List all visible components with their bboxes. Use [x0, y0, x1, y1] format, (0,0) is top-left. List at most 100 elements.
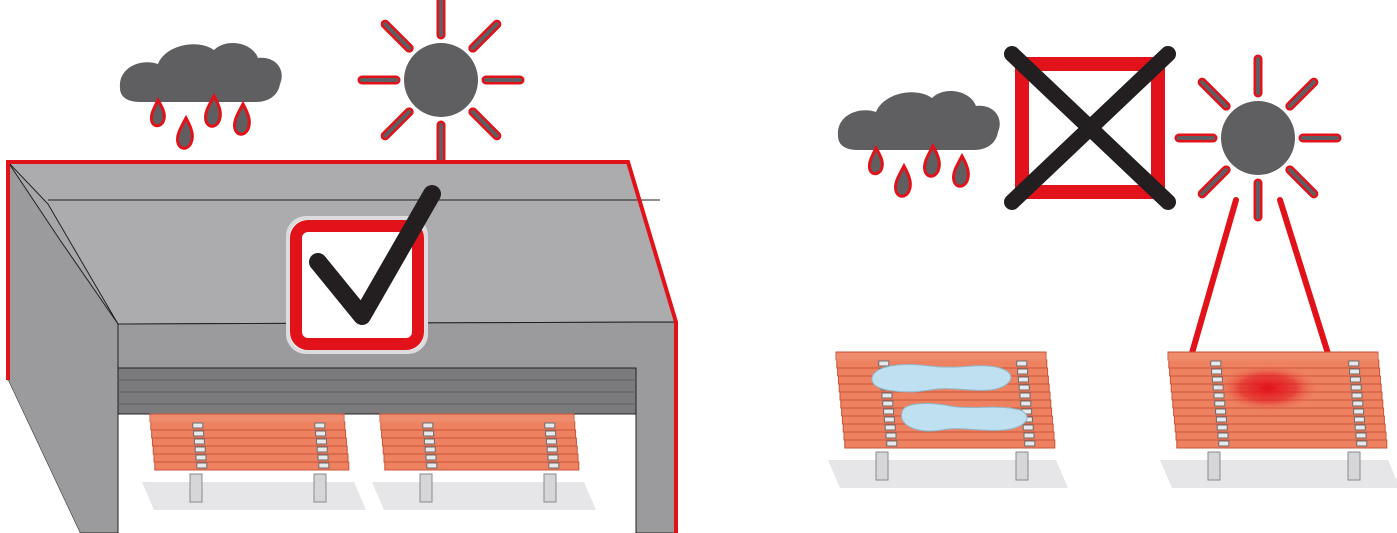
sun-ray-core — [1200, 80, 1229, 109]
board-layer — [1176, 439, 1388, 449]
right-panel — [828, 46, 1397, 488]
sun-icon — [1174, 54, 1342, 222]
spacer-block — [883, 408, 895, 415]
sun-ray-core — [470, 109, 499, 138]
spacer-block — [423, 430, 435, 437]
spacer-block — [1215, 416, 1227, 423]
board-layer — [843, 431, 1055, 441]
spacer-block — [545, 430, 557, 437]
stack-leg — [419, 473, 433, 503]
spacer-block — [883, 416, 895, 423]
sun-disc — [404, 43, 478, 117]
board-layer — [839, 391, 1051, 401]
stack-shadow — [372, 482, 596, 510]
spacer-block — [1017, 368, 1029, 375]
spacer-block — [1211, 368, 1223, 375]
stack-shadow — [142, 482, 366, 510]
spacer-block — [548, 462, 560, 469]
spacer-block — [545, 438, 557, 445]
sun-ray-core — [1287, 80, 1316, 109]
stack-leg — [189, 473, 203, 503]
sun-beam — [1277, 197, 1333, 363]
spacer-block — [1350, 384, 1362, 391]
spacer-block — [1218, 440, 1230, 447]
spacer-block — [315, 438, 327, 445]
spacer-block — [1354, 424, 1366, 431]
rain-cloud-icon — [837, 91, 1000, 198]
spacer-block — [547, 454, 559, 461]
stack-leg — [1207, 451, 1221, 481]
stack-leg — [1015, 451, 1029, 481]
roller-shutter — [117, 367, 637, 415]
board-layer — [1175, 431, 1387, 441]
spacer-block — [424, 446, 436, 453]
spacer-block — [425, 454, 437, 461]
spacer-block — [194, 446, 206, 453]
spacer-block — [1022, 424, 1034, 431]
spacer-block — [1356, 440, 1368, 447]
sun-icon — [357, 0, 525, 164]
spacer-block — [1018, 384, 1030, 391]
spacer-block — [423, 438, 435, 445]
spacer-block — [884, 424, 896, 431]
spacer-block — [1019, 392, 1031, 399]
board-layer — [1173, 415, 1385, 425]
sun-ray-core — [470, 22, 499, 51]
rain-cloud-icon — [119, 43, 282, 150]
spacer-block — [422, 422, 434, 429]
lumber-stack — [142, 413, 366, 510]
spacer-block — [885, 432, 897, 439]
left-panel — [6, 0, 678, 533]
spacer-block — [317, 454, 329, 461]
sun-ray-core — [383, 22, 412, 51]
spacer-block — [882, 400, 894, 407]
spacer-block — [1016, 360, 1028, 367]
spacer-block — [193, 438, 205, 445]
sun-disc — [1221, 101, 1295, 175]
stack-leg — [875, 451, 889, 481]
spacer-block — [546, 446, 558, 453]
sun-ray-core — [1200, 167, 1229, 196]
spacer-block — [196, 462, 208, 469]
spacer-block — [1352, 400, 1364, 407]
board-layer — [1174, 423, 1386, 433]
spacer-block — [195, 454, 207, 461]
stack-shadow — [1160, 460, 1397, 488]
sun-beam — [1187, 197, 1239, 363]
spacer-block — [316, 446, 328, 453]
stack-leg — [313, 473, 327, 503]
spacer-block — [1017, 376, 1029, 383]
spacer-block — [193, 430, 205, 437]
spacer-block — [1023, 432, 1035, 439]
spacer-block — [1214, 400, 1226, 407]
building-outline — [6, 160, 678, 533]
spacer-block — [1024, 440, 1036, 447]
heat-spot — [1216, 364, 1320, 412]
sun-ray-core — [1287, 167, 1316, 196]
spacer-block — [878, 360, 890, 367]
spacer-block — [1217, 432, 1229, 439]
spacer-block — [315, 430, 327, 437]
spacer-block — [1353, 416, 1365, 423]
board-layer — [844, 439, 1056, 449]
sun-ray-core — [383, 109, 412, 138]
spacer-block — [318, 462, 330, 469]
spacer-block — [314, 422, 326, 429]
spacer-block — [192, 422, 204, 429]
spacer-block — [1348, 360, 1360, 367]
lumber-stack — [372, 413, 596, 510]
spacer-block — [1353, 408, 1365, 415]
spacer-block — [1216, 424, 1228, 431]
spacer-block — [1349, 376, 1361, 383]
checkmark-icon — [286, 185, 441, 354]
spacer-block — [1210, 360, 1222, 367]
stack-leg — [543, 473, 557, 503]
cross-icon — [1004, 46, 1176, 210]
stack-leg — [1347, 451, 1361, 481]
spacer-block — [1349, 368, 1361, 375]
spacer-block — [1020, 400, 1032, 407]
spacer-block — [1351, 392, 1363, 399]
water-puddle — [871, 364, 1028, 432]
spacer-block — [886, 440, 898, 447]
